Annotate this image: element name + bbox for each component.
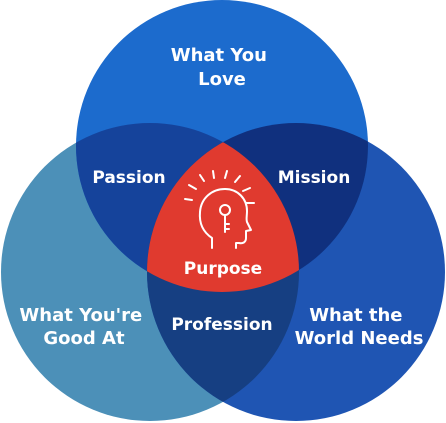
label-passion: Passion [92,168,165,188]
head-with-key-icon [184,170,255,249]
label-purpose: Purpose [184,259,262,279]
label-profession: Profession [171,315,272,335]
label-good-at: What You're Good At [19,305,148,349]
label-mission: Mission [278,168,351,188]
label-world-needs: What the World Needs [295,305,424,349]
label-love: What You Love [171,45,274,90]
